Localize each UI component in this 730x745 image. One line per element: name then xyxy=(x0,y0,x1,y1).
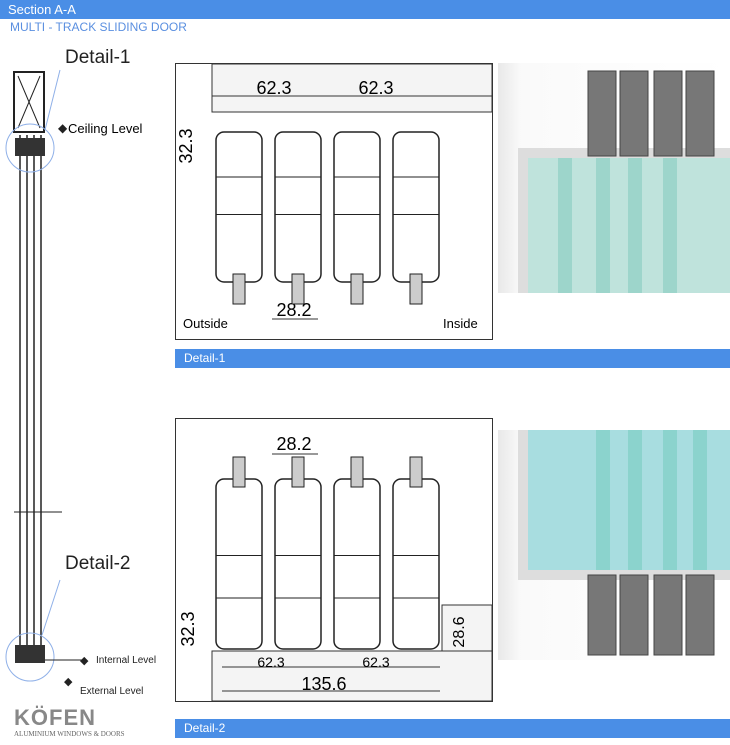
detail1-drawing: 62.3 62.3 32.3 28.2 xyxy=(175,63,493,340)
dim-gap: 28.2 xyxy=(276,300,311,320)
kofen-logo: KÖFEN xyxy=(14,705,96,730)
dim-step: 28.6 xyxy=(451,616,468,647)
detail1-caption: Detail-1 xyxy=(175,349,730,368)
dim-width-left: 62.3 xyxy=(257,654,284,670)
svg-text:◆: ◆ xyxy=(58,121,68,135)
dim-width-left: 62.3 xyxy=(256,78,291,98)
dim-total: 135.6 xyxy=(301,674,346,694)
track-profile xyxy=(215,131,263,283)
track-profile xyxy=(274,478,322,650)
detail2-label: Detail-2 xyxy=(65,553,131,574)
dim-height: 32.3 xyxy=(178,611,198,646)
svg-text:◆: ◆ xyxy=(64,676,73,688)
logo-tagline: ALUMINIUM WINDOWS & DOORS xyxy=(14,730,125,738)
external-level-label: External Level xyxy=(80,686,144,697)
dim-width-right: 62.3 xyxy=(362,654,389,670)
glass-pane xyxy=(232,456,246,488)
section-subtitle: MULTI - TRACK SLIDING DOOR xyxy=(10,20,187,34)
track-profile xyxy=(215,478,263,650)
dim-height: 32.3 xyxy=(176,128,196,163)
internal-level-label: Internal Level xyxy=(96,655,157,666)
detail2-photo xyxy=(498,430,730,660)
glass-pane xyxy=(409,273,423,305)
detail1-photo xyxy=(498,63,730,293)
track-profile xyxy=(392,478,440,650)
glass-pane xyxy=(232,273,246,305)
track-profile xyxy=(333,478,381,650)
ceiling-level-label: Ceiling Level xyxy=(68,121,143,136)
glass-pane xyxy=(409,456,423,488)
glass-pane xyxy=(291,273,305,305)
track-profile xyxy=(274,131,322,283)
dim-width-right: 62.3 xyxy=(358,78,393,98)
elevation-drawing: ◆ ◆ ◆ xyxy=(5,69,89,688)
track-profile xyxy=(392,131,440,283)
track-profile xyxy=(333,131,381,283)
glass-pane xyxy=(291,456,305,488)
detail2-drawing: 28.2 32.3 28.6 62.3 62.3 135.6 xyxy=(175,418,493,702)
glass-pane xyxy=(350,273,364,305)
glass-pane xyxy=(350,456,364,488)
detail2-caption: Detail-2 xyxy=(175,719,730,738)
svg-text:◆: ◆ xyxy=(80,655,89,667)
dim-gap: 28.2 xyxy=(276,434,311,454)
inside-label: Inside xyxy=(443,316,478,331)
outside-label: Outside xyxy=(183,316,228,331)
detail1-label: Detail-1 xyxy=(65,47,131,68)
section-title: Section A-A xyxy=(0,0,730,19)
